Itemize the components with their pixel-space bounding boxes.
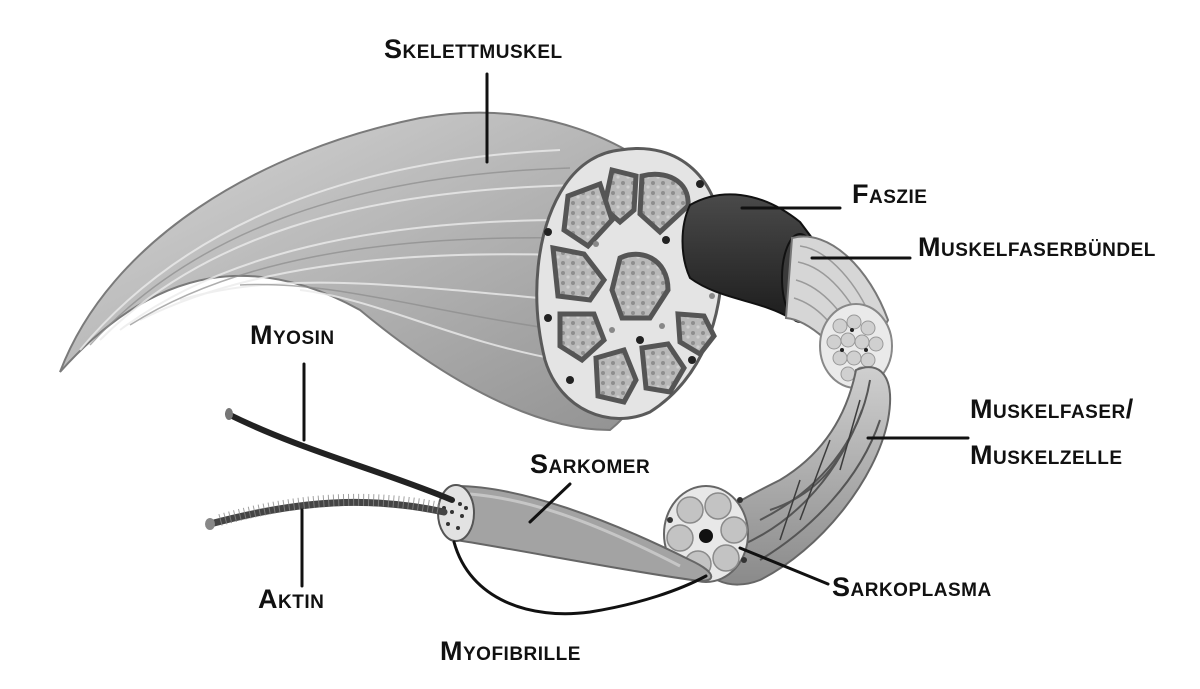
label-aktin: Aktin [258,584,324,614]
leader-myofibrille [452,540,708,616]
label-faszie: Faszie [852,179,927,209]
label-muskelfaser-line2: Muskelzelle [970,440,1123,470]
label-skelettmuskel: Skelettmuskel [384,34,563,64]
labels: Skelettmuskel Faszie Muskelfaserbündel M… [250,34,1156,666]
label-sarkoplasma: Sarkoplasma [832,572,992,602]
leader-lines [300,72,970,616]
label-sarkomer: Sarkomer [530,449,650,479]
label-myosin: Myosin [250,320,335,350]
myosin-filament [225,408,455,503]
label-myofibrille: Myofibrille [440,636,581,666]
leader-sarkomer [528,482,572,524]
muscle-cross-section [535,147,724,420]
muscle-fiber-bundle [784,235,893,389]
label-muskelfaserbuendel: Muskelfaserbündel [918,232,1156,262]
label-muskelfaser-line1: Muskelfaser/ [970,394,1134,424]
leader-sarkoplasma [738,546,830,586]
skeletal-muscle-body [59,111,702,432]
actin-filament [205,493,448,530]
